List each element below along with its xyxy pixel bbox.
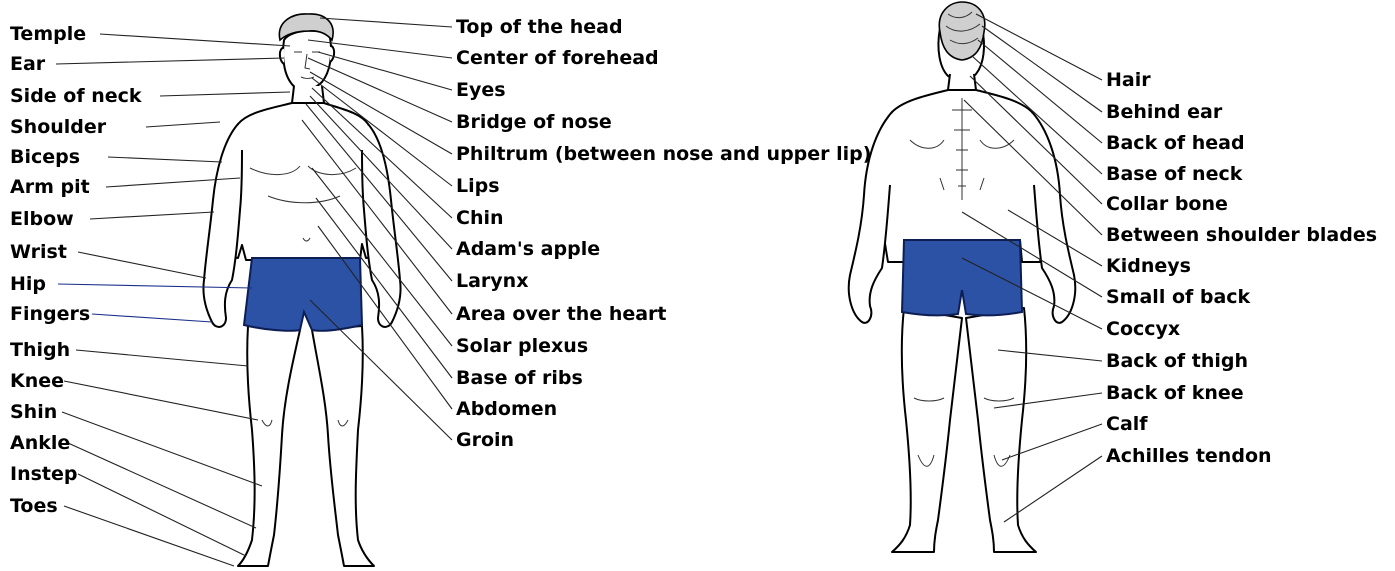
- label-top-of-the-head: Top of the head: [456, 16, 623, 38]
- label-achilles-tendon: Achilles tendon: [1106, 445, 1272, 467]
- label-thigh: Thigh: [10, 339, 70, 361]
- label-solar-plexus: Solar plexus: [456, 335, 588, 357]
- label-center-of-forehead: Center of forehead: [456, 47, 659, 69]
- label-shoulder: Shoulder: [10, 116, 107, 138]
- label-back-of-knee: Back of knee: [1106, 382, 1244, 404]
- label-arm-pit: Arm pit: [10, 176, 90, 198]
- label-shin: Shin: [10, 401, 57, 423]
- label-toes: Toes: [10, 495, 58, 517]
- label-back-of-head: Back of head: [1106, 132, 1245, 154]
- label-elbow: Elbow: [10, 208, 74, 230]
- label-hair: Hair: [1106, 69, 1151, 91]
- label-back-of-thigh: Back of thigh: [1106, 350, 1248, 372]
- label-temple: Temple: [10, 23, 86, 45]
- label-instep: Instep: [10, 463, 77, 485]
- label-groin: Groin: [456, 429, 514, 451]
- label-wrist: Wrist: [10, 241, 67, 263]
- label-hip: Hip: [10, 273, 46, 295]
- label-knee: Knee: [10, 370, 64, 392]
- label-base-of-neck: Base of neck: [1106, 163, 1243, 185]
- label-ankle: Ankle: [10, 432, 70, 454]
- label-kidneys: Kidneys: [1106, 255, 1191, 277]
- label-chin: Chin: [456, 207, 504, 229]
- label-fingers: Fingers: [10, 303, 90, 325]
- front-body-figure: [203, 14, 400, 566]
- label-biceps: Biceps: [10, 146, 80, 168]
- back-label-group: Hair Behind ear Back of head Base of nec…: [962, 14, 1377, 522]
- label-larynx: Larynx: [456, 270, 528, 292]
- label-calf: Calf: [1106, 413, 1148, 435]
- label-coccyx: Coccyx: [1106, 318, 1180, 340]
- label-side-of-neck: Side of neck: [10, 85, 142, 107]
- label-base-of-ribs: Base of ribs: [456, 367, 583, 389]
- back-shorts: [902, 240, 1022, 315]
- label-collar-bone: Collar bone: [1106, 193, 1228, 215]
- back-body-figure: [849, 2, 1076, 552]
- label-ear: Ear: [10, 53, 46, 75]
- label-small-of-back: Small of back: [1106, 286, 1251, 308]
- label-area-over-the-heart: Area over the heart: [456, 303, 667, 325]
- label-bridge-of-nose: Bridge of nose: [456, 111, 612, 133]
- label-adams-apple: Adam's apple: [456, 238, 600, 260]
- front-shorts: [244, 258, 362, 331]
- label-lips: Lips: [456, 175, 500, 197]
- label-philtrum: Philtrum (between nose and upper lip): [456, 143, 871, 165]
- label-behind-ear: Behind ear: [1106, 101, 1223, 123]
- label-abdomen: Abdomen: [456, 398, 557, 420]
- label-between-shoulder-blades: Between shoulder blades: [1106, 224, 1377, 246]
- label-eyes: Eyes: [456, 79, 506, 101]
